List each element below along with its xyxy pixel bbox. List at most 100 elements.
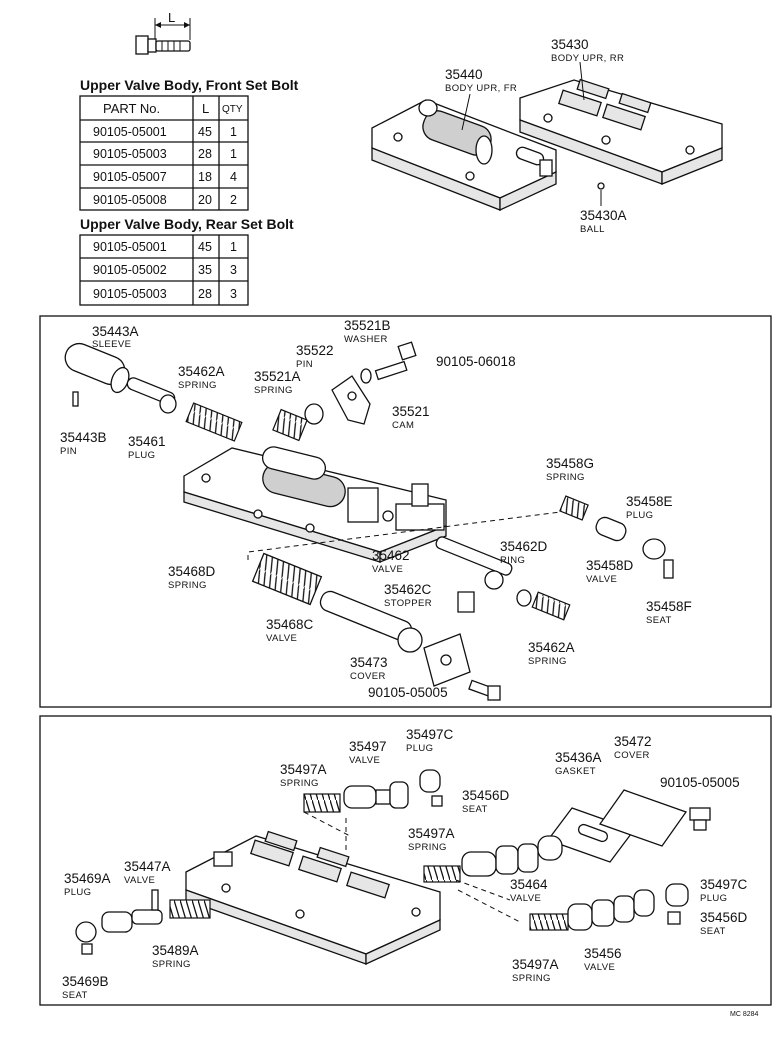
part-number: 35458D	[586, 558, 634, 573]
sleeve-drawing	[64, 342, 130, 394]
valve-drawing	[319, 590, 423, 653]
bolt-drawing	[374, 341, 417, 381]
part-name: SPRING	[168, 580, 207, 591]
cover-drawing	[598, 789, 688, 847]
part-number: 35462A	[178, 364, 225, 379]
rear-body-detail-frame	[39, 715, 772, 1006]
part-number: 35430	[551, 37, 589, 52]
table-cell: 90105-05003	[93, 147, 167, 161]
part-name: PLUG	[626, 510, 653, 521]
part-name: SPRING	[512, 973, 551, 984]
plug-drawing	[75, 921, 97, 943]
table-cell: 35	[198, 263, 212, 277]
spring-drawing	[529, 913, 569, 931]
part-name: VALVE	[586, 574, 617, 585]
part-number: 35469A	[64, 871, 111, 886]
part-number: 35497C	[700, 877, 748, 892]
part-number: 35464	[510, 877, 548, 892]
valve-drawing	[101, 889, 163, 933]
part-number: 35458E	[626, 494, 673, 509]
ring-drawing	[516, 589, 532, 607]
spring-drawing	[531, 591, 571, 621]
stopper-drawing	[457, 591, 475, 613]
part-name: GASKET	[555, 766, 596, 777]
table-cell: 28	[198, 147, 212, 161]
part-name: VALVE	[372, 564, 403, 575]
leader-line	[461, 93, 471, 131]
part-number: 35521B	[344, 318, 391, 333]
bolt-drawing	[468, 679, 501, 701]
part-name: SPRING	[178, 380, 217, 391]
part-name: PIN	[296, 359, 313, 370]
table-cell: 90105-05001	[93, 240, 167, 254]
part-number: 35521A	[254, 369, 301, 384]
part-number: 35497C	[406, 727, 454, 742]
table-cell: 90105-05007	[93, 170, 167, 184]
part-number: 35497A	[280, 762, 327, 777]
part-name: WASHER	[344, 334, 388, 345]
part-name: SPRING	[546, 472, 585, 483]
table-cell: 18	[198, 170, 212, 184]
part-number: 35473	[350, 655, 388, 670]
part-name: SEAT	[462, 804, 488, 815]
part-name: PLUG	[64, 887, 91, 898]
part-name: BODY UPR, RR	[551, 53, 624, 64]
part-number: 35443B	[60, 430, 107, 445]
part-name: RING	[500, 555, 525, 566]
table-cell: 45	[198, 240, 212, 254]
valve-drawing	[343, 781, 409, 809]
part-name: COVER	[614, 750, 650, 761]
spring-drawing	[272, 408, 308, 442]
part-number: 90105-05005	[368, 685, 448, 700]
part-number: 35447A	[124, 859, 171, 874]
part-name: VALVE	[349, 755, 380, 766]
set-bolt-dimension-icon	[135, 18, 191, 55]
rear-table-title: Upper Valve Body, Rear Set Bolt	[80, 216, 294, 232]
front-bolt-table	[79, 95, 249, 211]
washer-drawing	[360, 368, 372, 384]
bolt-drawing	[689, 807, 711, 831]
table-cell: 28	[198, 287, 212, 301]
table-cell: 45	[198, 125, 212, 139]
part-number: 35469B	[62, 974, 109, 989]
part-number: 35462A	[528, 640, 575, 655]
part-name: BODY UPR, FR	[445, 83, 517, 94]
assembly-dashed-line	[247, 511, 561, 560]
table-cell: 2	[230, 193, 237, 207]
pin-drawing	[72, 391, 79, 407]
part-name: PLUG	[700, 893, 727, 904]
part-name: VALVE	[124, 875, 155, 886]
part-name: COVER	[350, 671, 386, 682]
part-name: SPRING	[408, 842, 447, 853]
figure-code: MC 8284	[730, 1011, 759, 1018]
part-name: SEAT	[700, 926, 726, 937]
part-number: 35489A	[152, 943, 199, 958]
valve-drawing	[595, 516, 627, 542]
part-name: SEAT	[646, 615, 672, 626]
part-number: 35461	[128, 434, 166, 449]
body-upper-front-drawing	[371, 99, 557, 212]
part-name: PLUG	[406, 743, 433, 754]
part-number: 35443A	[92, 324, 139, 339]
part-name: VALVE	[510, 893, 541, 904]
part-name: PIN	[60, 446, 77, 457]
part-number: 35472	[614, 734, 652, 749]
part-number: 35430A	[580, 208, 627, 223]
part-number: 35462C	[384, 582, 432, 597]
spring-drawing	[185, 402, 243, 442]
spring-drawing	[423, 865, 461, 883]
part-number: 35456D	[700, 910, 748, 925]
col-qty: QTY	[222, 104, 243, 115]
assembly-dashed-line	[303, 811, 521, 923]
part-name: SPRING	[280, 778, 319, 789]
table-cell: 90105-05003	[93, 287, 167, 301]
part-name: SPRING	[528, 656, 567, 667]
col-part-no: PART No.	[103, 101, 160, 116]
part-number: 35458F	[646, 599, 692, 614]
part-name: SLEEVE	[92, 339, 131, 350]
part-name: BALL	[580, 224, 605, 235]
part-name: PLUG	[128, 450, 155, 461]
part-number: 35456	[584, 946, 622, 961]
seat-drawing	[667, 911, 681, 925]
part-number: 35497	[349, 739, 387, 754]
